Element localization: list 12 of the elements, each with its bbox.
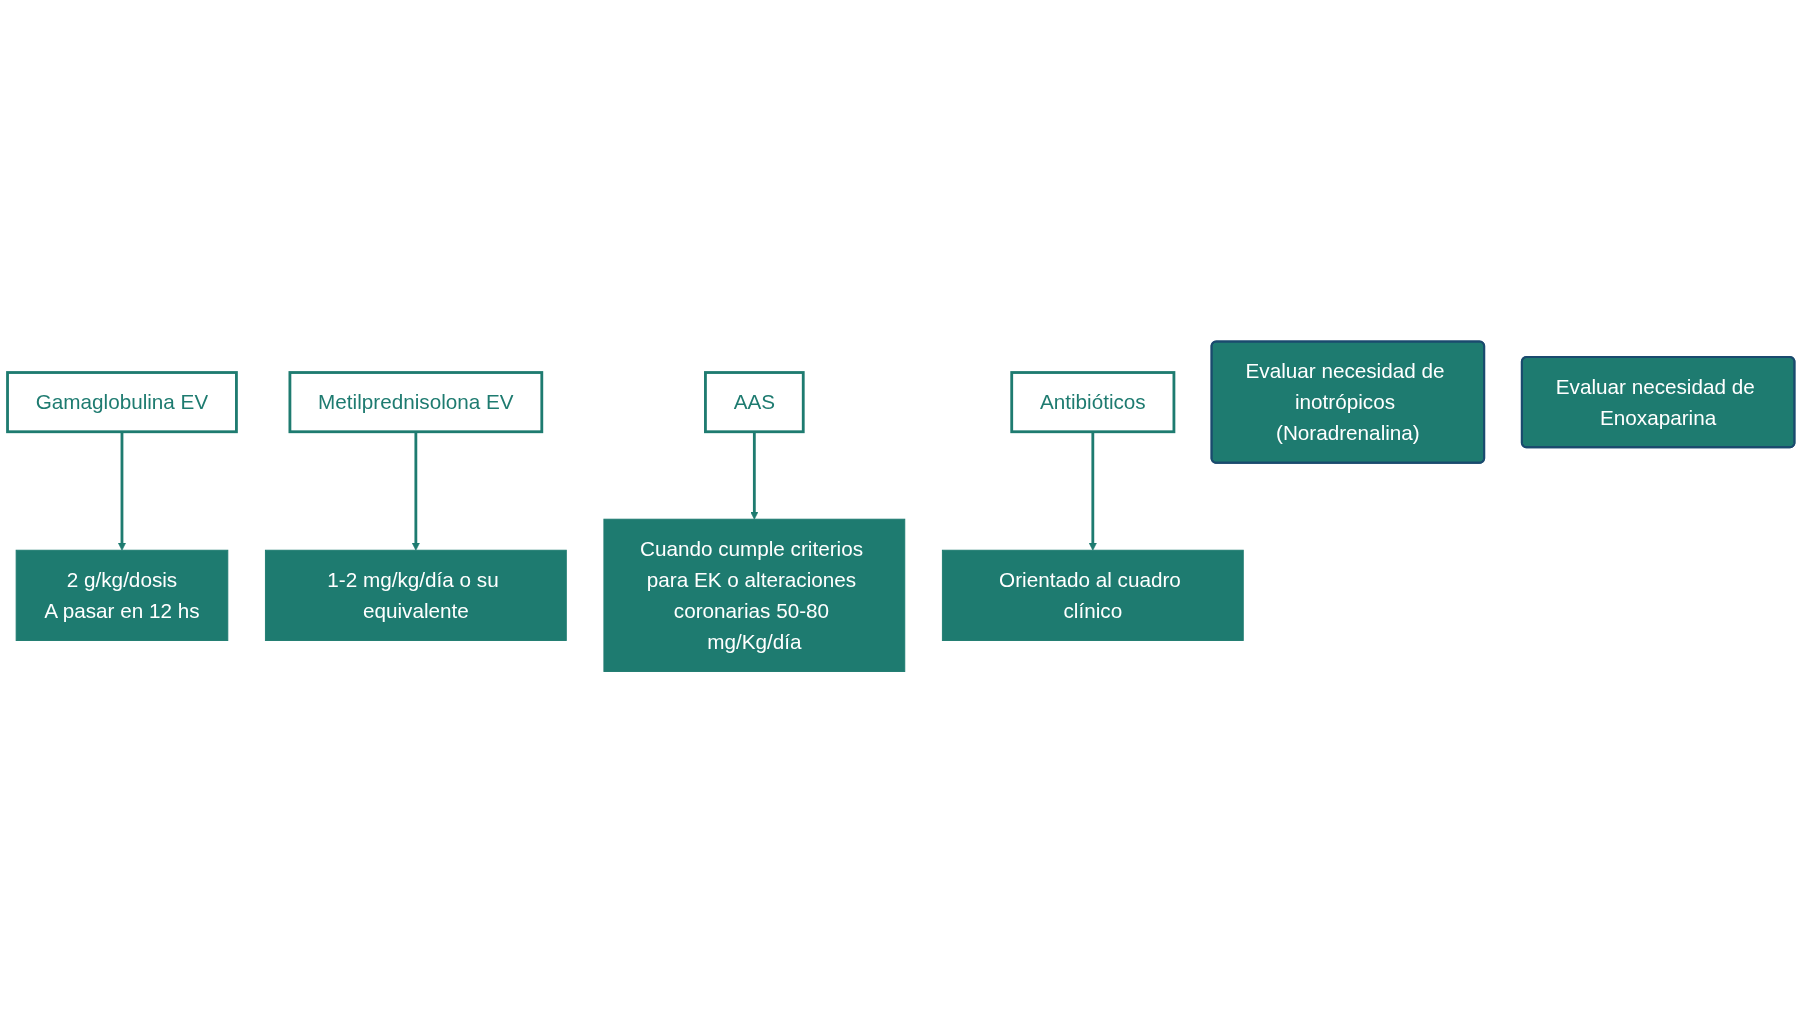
arrow bbox=[117, 431, 127, 551]
arrow bbox=[411, 431, 420, 551]
node-box: 2 g/kg/dosis A pasar en 12 hs bbox=[15, 549, 229, 641]
node-box: Metilprednisolona EV bbox=[288, 371, 544, 434]
arrow bbox=[1088, 431, 1097, 551]
arrow bbox=[750, 431, 759, 520]
node-box: Orientado al cuadro clínico bbox=[941, 549, 1244, 641]
node-box: Antibióticos bbox=[1010, 371, 1176, 434]
node-box: AAS bbox=[704, 371, 805, 434]
node-box: 1-2 mg/kg/día o su equivalente bbox=[264, 549, 567, 641]
node-box: Gamaglobulina EV bbox=[6, 371, 238, 434]
node-box: Cuando cumple criterios para EK o alteraciones coronarias 50-80 mg/Kg/día bbox=[603, 518, 906, 672]
